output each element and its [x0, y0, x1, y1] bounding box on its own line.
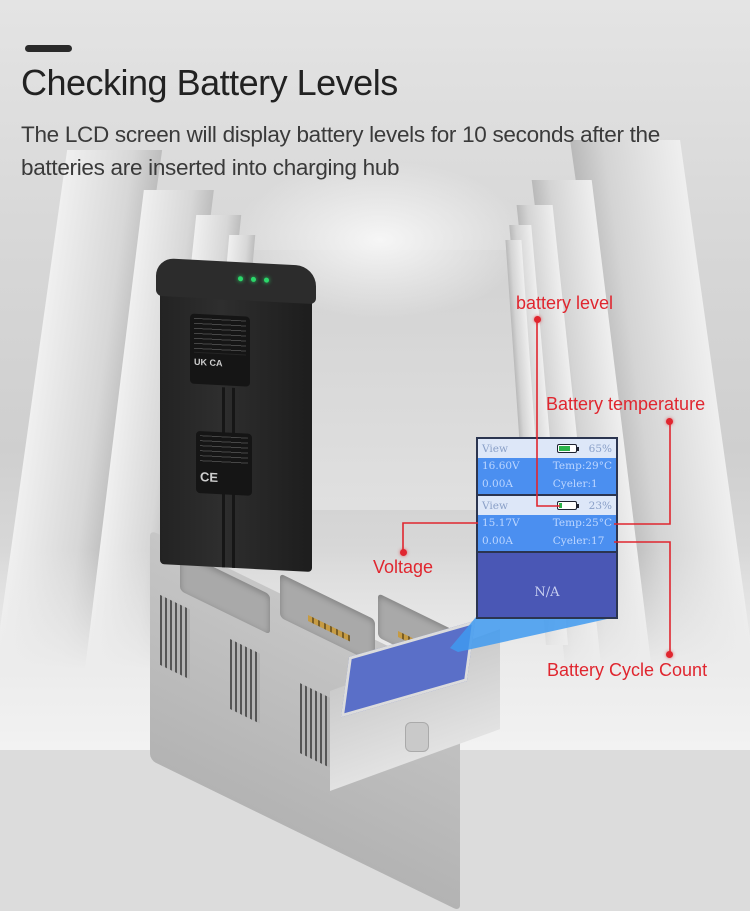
lcd-slot-2-view: View: [482, 499, 508, 512]
lcd-slot-1-header: View 65%: [478, 439, 616, 458]
lcd-slot-1-cycles: Cyeler:1: [552, 477, 598, 490]
lcd-slot-2-voltage: 15.17V: [482, 517, 520, 529]
page-title: Checking Battery Levels: [21, 62, 398, 103]
title-accent-bar: [25, 45, 72, 52]
lcd-slot-1-current: 0.00A: [482, 477, 513, 490]
hub-vent: [160, 594, 190, 680]
lcd-slot-1-temperature: Temp:29°C: [552, 460, 612, 472]
battery-label-bottom: CE: [196, 430, 252, 496]
lcd-slot-2-header: View 23%: [478, 496, 616, 515]
voltage-marker: [400, 549, 407, 556]
led-icon: [238, 276, 243, 282]
battery-icon: [556, 444, 579, 453]
battery-cycle-count-annotation: Battery Cycle Count: [547, 660, 708, 680]
lcd-slot-2-current: 0.00A: [482, 534, 513, 547]
lcd-slot-3-empty: N/A: [478, 553, 616, 632]
hub-power-button[interactable]: [405, 722, 429, 752]
battery-label-top: UK CA: [190, 313, 250, 387]
lcd-slot-2-temperature: Temp:25°C: [552, 517, 612, 529]
voltage-annotation: Voltage: [373, 557, 434, 577]
hub-vent: [230, 639, 260, 724]
battery-temperature-marker: [666, 418, 673, 425]
battery-temperature-annotation: Battery temperature: [546, 394, 706, 414]
corridor-background: [0, 0, 750, 750]
page-subtitle: The LCD screen will display battery leve…: [21, 122, 660, 180]
battery-icon: [556, 501, 579, 510]
battery-level-annotation: battery level: [516, 293, 614, 313]
ukca-mark: UK CA: [194, 356, 223, 369]
hub-vent: [300, 683, 330, 768]
lcd-slot-3-na: N/A: [534, 585, 560, 600]
lcd-slot-1-data: 16.60V Temp:29°C 0.00A Cyeler:1: [478, 458, 616, 496]
ce-mark: CE: [200, 469, 219, 486]
battery-level-marker: [534, 316, 541, 323]
lcd-zoom-panel: View 65% 16.60V Temp:29°C 0.00A Cyeler:1…: [476, 437, 618, 619]
lcd-slot-1-percent: 65%: [588, 442, 612, 455]
lcd-slot-2-cycles: Cyeler:17: [552, 534, 605, 547]
battery-cap: [156, 257, 316, 305]
battery-cycle-count-marker: [666, 651, 673, 658]
lcd-slot-2-percent: 23%: [588, 499, 612, 512]
lcd-slot-1-view: View: [482, 442, 508, 455]
lcd-slot-2-data: 15.17V Temp:25°C 0.00A Cyeler:17: [478, 515, 616, 553]
led-icon: [264, 277, 269, 283]
lcd-slot-1-voltage: 16.60V: [482, 460, 520, 472]
led-icon: [251, 276, 256, 283]
drone-battery: UK CA CE: [156, 257, 316, 572]
